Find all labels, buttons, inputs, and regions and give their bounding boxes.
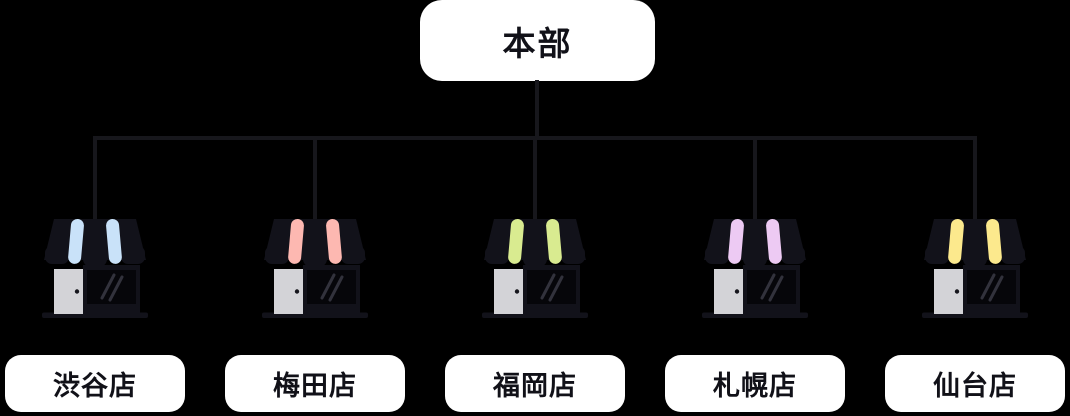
door-handle (294, 289, 300, 294)
awning-icon (924, 218, 1026, 267)
root-node-label: 本部 (502, 24, 573, 62)
branch-node-label: 札幌店 (713, 371, 797, 401)
window-shine (100, 273, 124, 302)
awning-icon (484, 218, 586, 267)
branch-node: 梅田店 (225, 355, 405, 412)
connector-branch-drop (753, 136, 757, 222)
branch-column-2: 梅田店 (225, 0, 405, 412)
branch-node-label: 渋谷店 (53, 371, 137, 401)
branch-column-5: 仙台店 (885, 0, 1065, 412)
connector-branch-drop (533, 136, 537, 222)
door-handle (514, 289, 520, 294)
storefront-icon (702, 218, 808, 318)
branch-node-label: 梅田店 (273, 371, 357, 401)
storefront-icon (482, 218, 588, 318)
window-shine (980, 273, 1004, 302)
awning-icon (44, 218, 146, 267)
connector-branch-drop (973, 136, 977, 222)
branch-node: 福岡店 (445, 355, 625, 412)
storefront-icon (262, 218, 368, 318)
root-node: 本部 (420, 0, 655, 81)
branch-column-3: 福岡店 (445, 0, 625, 412)
branch-node: 渋谷店 (5, 355, 185, 412)
awning-icon (264, 218, 366, 267)
window-shine (760, 273, 784, 302)
branch-node-label: 仙台店 (933, 371, 1017, 401)
storefront-icon (42, 218, 148, 318)
branch-node-label: 福岡店 (493, 371, 577, 401)
door-handle (734, 289, 740, 294)
window-shine (320, 273, 344, 302)
door-handle (74, 289, 80, 294)
branch-column-1: 渋谷店 (5, 0, 185, 412)
window-shine (540, 273, 564, 302)
storefront-icon (922, 218, 1028, 318)
awning-icon (704, 218, 806, 267)
branch-column-4: 札幌店 (665, 0, 845, 412)
branch-node: 仙台店 (885, 355, 1065, 412)
connector-branch-drop (93, 136, 97, 222)
connector-root-stem (535, 80, 539, 140)
door-handle (954, 289, 960, 294)
branch-node: 札幌店 (665, 355, 845, 412)
connector-branch-drop (313, 136, 317, 222)
